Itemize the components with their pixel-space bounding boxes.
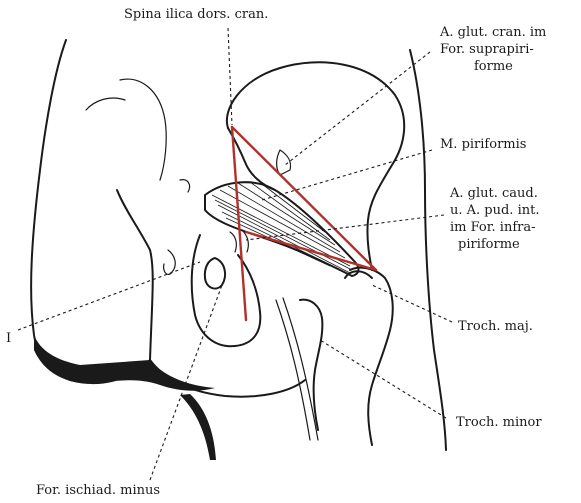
anal-fold-shadow: [34, 335, 215, 391]
body-outline: [31, 40, 446, 460]
foramen-ring: [205, 258, 225, 289]
tail-root-outline: [117, 190, 153, 360]
label-glut-caud-2: u. A. pud. int.: [450, 203, 539, 218]
leader-troch-maj: [372, 285, 452, 322]
femur-medial-outline: [300, 300, 322, 430]
label-troch-minor: Troch. minor: [456, 415, 542, 430]
line-spina-to-ischium: [232, 127, 246, 320]
label-piriformis: M. piriformis: [440, 137, 526, 152]
label-ischiad: For. ischiad. minus: [36, 483, 160, 498]
left-rump-outline: [31, 40, 150, 383]
sacral-knob: [180, 180, 190, 192]
leader-roman-one: [18, 262, 200, 330]
right-body-outline: [410, 50, 446, 450]
skin-fold-line: [86, 98, 125, 110]
leg-fold-shadow: [180, 394, 216, 460]
label-glut-cran-1: A. glut. cran. im: [439, 25, 546, 40]
femur: [276, 268, 393, 445]
label-glut-cran-3: forme: [474, 59, 513, 74]
label-glut-caud-4: piriforme: [458, 237, 520, 252]
artery-stub-cranial: [277, 150, 291, 175]
label-glut-cran-2: For. suprapiri-: [440, 42, 534, 57]
labels: Spina ilica dors. cran. A. glut. cran. i…: [6, 7, 546, 498]
vessel-line-1: [276, 300, 310, 440]
label-glut-caud-1: A. glut. caud.: [449, 186, 538, 201]
ischium: [164, 180, 261, 347]
vessel-line-2: [283, 298, 318, 440]
label-roman-one: I: [6, 331, 11, 346]
tail-curve: [120, 79, 166, 180]
label-glut-caud-3: im For. infra-: [450, 220, 536, 235]
label-troch-maj: Troch. maj.: [458, 319, 533, 334]
femur-shaft-outline: [350, 268, 393, 445]
obturator-outline: [192, 235, 261, 346]
leader-lines: [18, 28, 452, 480]
label-spina: Spina ilica dors. cran.: [124, 7, 268, 22]
nerve-loop: [164, 250, 176, 274]
artery-stub-caudal: [230, 232, 236, 252]
